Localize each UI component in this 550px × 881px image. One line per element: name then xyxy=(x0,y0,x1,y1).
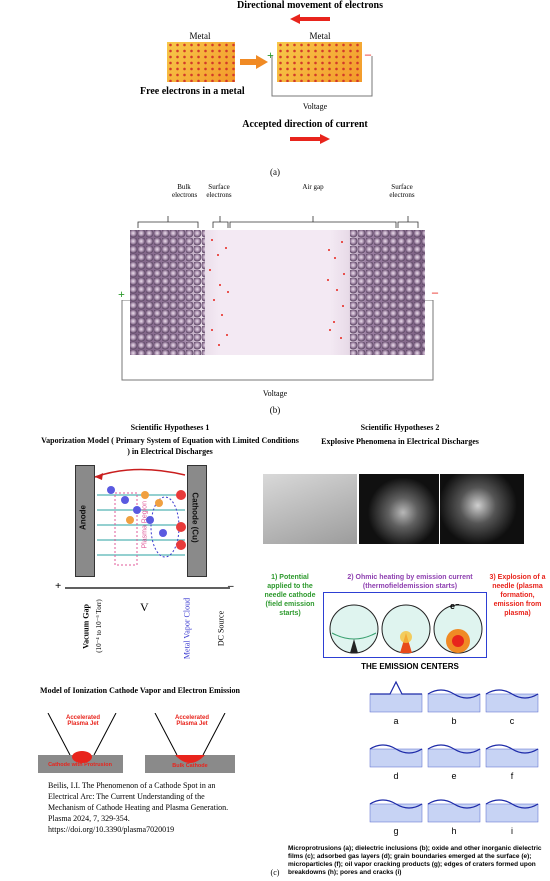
emission-label-f: f xyxy=(511,771,514,781)
metal-vapor-label: Metal Vapor Cloud xyxy=(182,597,192,660)
emission-center-i: i xyxy=(485,799,539,836)
emission-label-g: g xyxy=(393,826,398,836)
electrode-diagram xyxy=(130,230,425,355)
free-electrons-label: Free electrons in a metal xyxy=(140,86,245,97)
emission-center-e: e xyxy=(427,744,481,781)
plus-sign: + xyxy=(267,48,274,62)
voltage-label-b: Voltage xyxy=(262,389,288,398)
dc-source-label: DC Source xyxy=(216,610,226,647)
hyp1-baseline xyxy=(65,587,230,589)
orange-arrow-icon xyxy=(240,55,268,69)
right-red-arrow-icon xyxy=(290,134,330,144)
emission-title: THE EMISSION CENTERS xyxy=(361,662,459,671)
surface-electrons-right-label: Surface electrons xyxy=(389,183,415,199)
emission-center-d: d xyxy=(369,744,423,781)
minus-sign: – xyxy=(365,47,371,61)
hyp1-minus: – xyxy=(228,580,234,592)
hyp1-subtitle: Vaporization Model ( Primary System of E… xyxy=(41,436,299,456)
metal-vapor-wrap: Metal Vapor Cloud xyxy=(180,592,194,672)
emission-center-h: h xyxy=(427,799,481,836)
emission-label-i: i xyxy=(511,826,513,836)
emission-steps-box: e⁻ xyxy=(323,592,487,658)
metal-block-right xyxy=(277,42,362,82)
dc-source-wrap: DC Source xyxy=(215,592,227,672)
voltage-circuit xyxy=(271,56,373,97)
step1-label: 1) Potential applied to the needle catho… xyxy=(264,574,316,617)
ionization-title: Model of Ionization Cathode Vapor and El… xyxy=(40,686,240,695)
accepted-current-title: Accepted direction of current xyxy=(242,119,368,130)
emission-grid: a b c d e f g h i xyxy=(368,678,548,848)
vacuum-sub-wrap: (10⁻⁴ to 10⁻⁶ Torr) xyxy=(92,590,106,670)
emission-center-c: c xyxy=(485,689,539,726)
vacuum-sub-label: (10⁻⁴ to 10⁻⁶ Torr) xyxy=(95,599,103,653)
emission-label-d: d xyxy=(393,771,398,781)
ionization-diagram-right: Accelerated Plasma Jet Bulk Cathode xyxy=(135,712,245,775)
emission-label-h: h xyxy=(451,826,456,836)
microscope-photo-1 xyxy=(263,474,357,544)
voltage-circuit-b xyxy=(121,300,434,381)
left-red-arrow-icon xyxy=(290,14,330,24)
ionization-diagram-left: Accelerated Plasma Jet Cathode with Prot… xyxy=(28,712,133,775)
emission-label-e: e xyxy=(451,771,456,781)
microscope-photo-2 xyxy=(359,474,439,544)
bulk-electrons-label: Bulk electrons xyxy=(172,183,198,199)
jet-label-left: Accelerated Plasma Jet xyxy=(65,715,101,727)
metal-left-label: Metal xyxy=(189,31,211,41)
bulk-cathode-label: Bulk Cathode xyxy=(172,763,208,769)
vacuum-gap-label: Vacuum Gap xyxy=(81,604,91,649)
caption-a: (a) xyxy=(270,167,280,177)
v-label: V xyxy=(140,600,149,614)
emission-label-a: a xyxy=(393,716,398,726)
hyp2-title: Scientific Hypotheses 2 xyxy=(360,423,440,432)
voltage-label-a: Voltage xyxy=(302,102,328,111)
vaporization-diagram: Anode Cathode (Cu) Plasma Region xyxy=(75,465,275,585)
plus-sign-b: + xyxy=(118,287,125,301)
emission-center-g: g xyxy=(369,799,423,836)
caption-b: (b) xyxy=(269,405,281,415)
electron-symbol: e⁻ xyxy=(450,601,460,611)
metal-block-left xyxy=(167,42,235,82)
emission-center-b: b xyxy=(427,689,481,726)
air-gap-label: Air gap xyxy=(302,183,324,191)
jet-label-right: Accelerated Plasma Jet xyxy=(174,715,210,727)
hyp1-title: Scientific Hypotheses 1 xyxy=(130,423,210,432)
metal-right-label: Metal xyxy=(309,31,331,41)
caption-c: (c) xyxy=(270,868,280,877)
reference-text: Beilis, I.I. The Phenomenon of a Cathode… xyxy=(48,781,229,834)
emission-label-b: b xyxy=(451,716,456,726)
emission-caption: Microprotrusions (a); dielectric inclusi… xyxy=(288,845,542,876)
plasma-region-label: Plasma Region xyxy=(141,501,149,549)
protrusion-label: Cathode with Protrusion xyxy=(48,762,112,768)
emission-label-c: c xyxy=(510,716,515,726)
emission-center-f: f xyxy=(485,744,539,781)
panel-b-brackets xyxy=(137,216,419,228)
step3-label: 3) Explosion of a needle (plasma formati… xyxy=(489,574,546,617)
surface-electrons-left-label: Surface electrons xyxy=(206,183,232,199)
emission-center-a: a xyxy=(369,680,423,726)
hyp2-subtitle: Explosive Phenomena in Electrical Discha… xyxy=(321,437,479,446)
hyp1-plus: + xyxy=(55,580,62,592)
microscope-photo-3 xyxy=(440,474,524,544)
directional-movement-title: Directional movement of electrons xyxy=(237,0,383,11)
step2-label: 2) Ohmic heating by emission current (th… xyxy=(347,574,473,590)
minus-sign-b: – xyxy=(432,285,438,299)
